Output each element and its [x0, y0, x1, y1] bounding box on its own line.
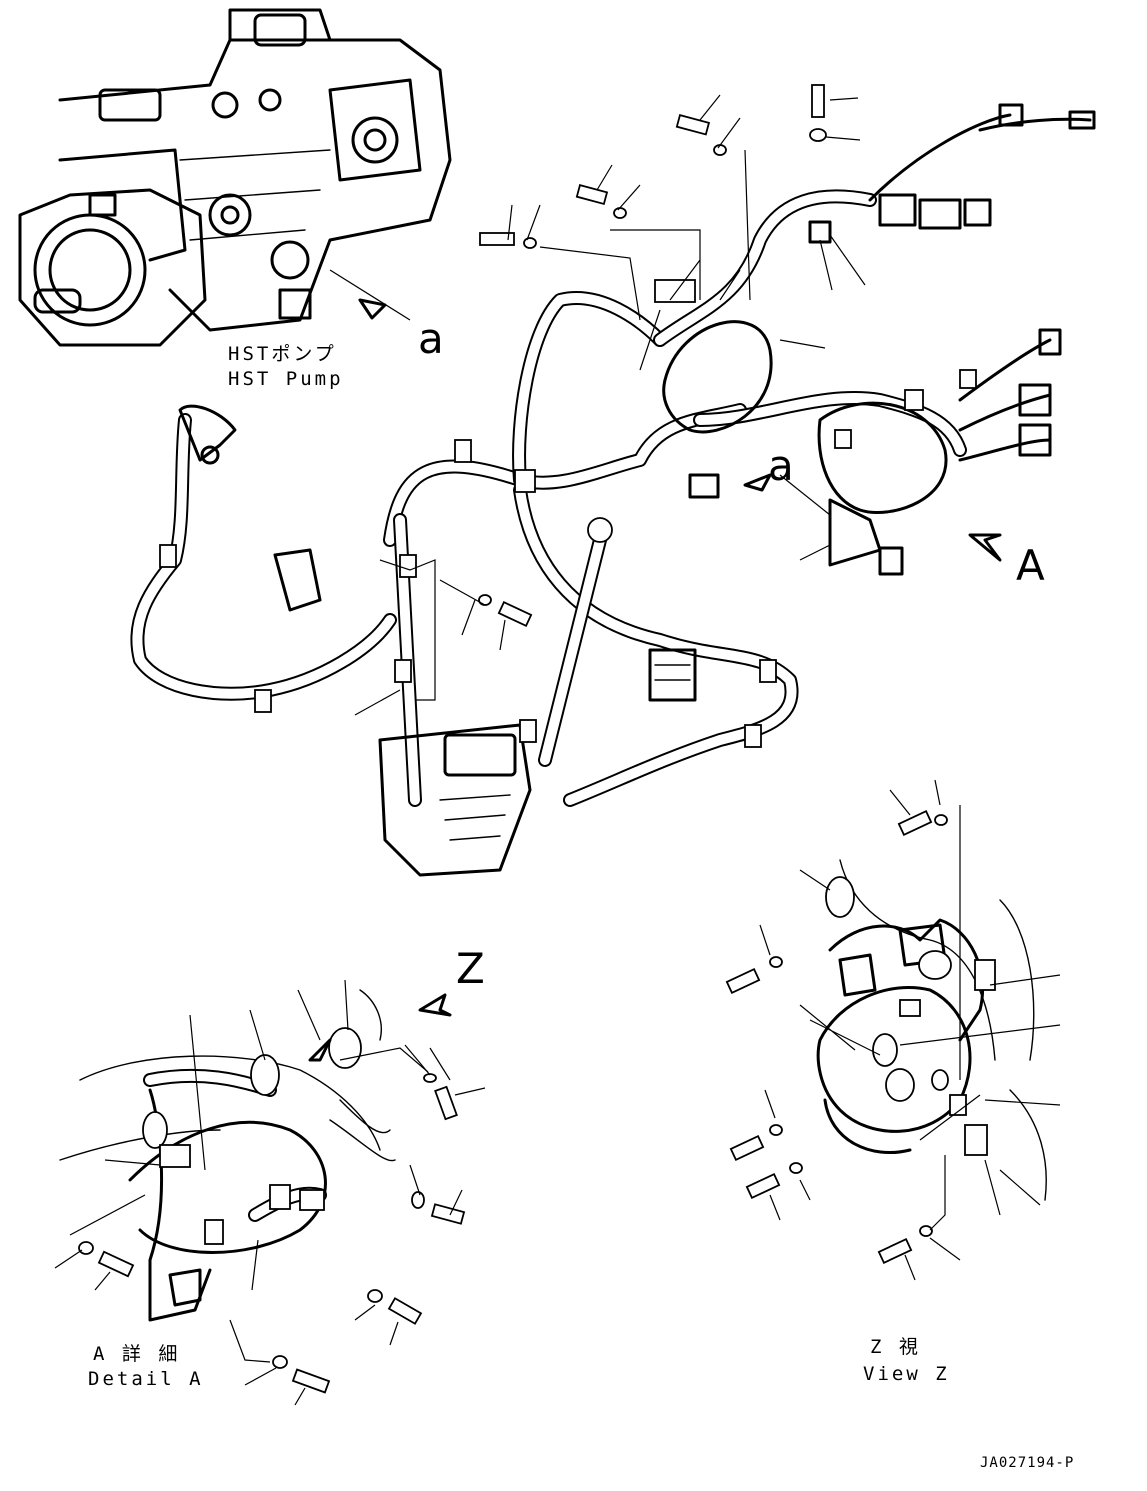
detail-a-label-en: Detail A — [88, 1368, 204, 1390]
hst-pump-label-en: HST Pump — [228, 368, 344, 390]
hst-pump-label-jp: HSTポンプ — [228, 343, 337, 365]
view-a-letter: A — [1016, 541, 1045, 590]
detail-a-drawing — [54, 979, 486, 1406]
fasteners-top — [354, 84, 866, 716]
detail-a-label-jp: A 詳 細 — [93, 1343, 181, 1365]
view-z-label-jp: Z 視 — [870, 1336, 921, 1358]
arrow-a-label-top: a — [418, 314, 444, 363]
drawing-code: JA027194-P — [980, 1455, 1075, 1471]
hst-pump-drawing — [18, 8, 452, 347]
arrow-a-label-mid: a — [768, 441, 794, 490]
main-wire-harness — [130, 291, 967, 877]
view-z-letter: Z — [456, 944, 485, 993]
view-z-label-en: View Z — [863, 1363, 950, 1385]
upper-right-harness — [653, 103, 1096, 576]
view-z-drawing — [725, 779, 1061, 1281]
